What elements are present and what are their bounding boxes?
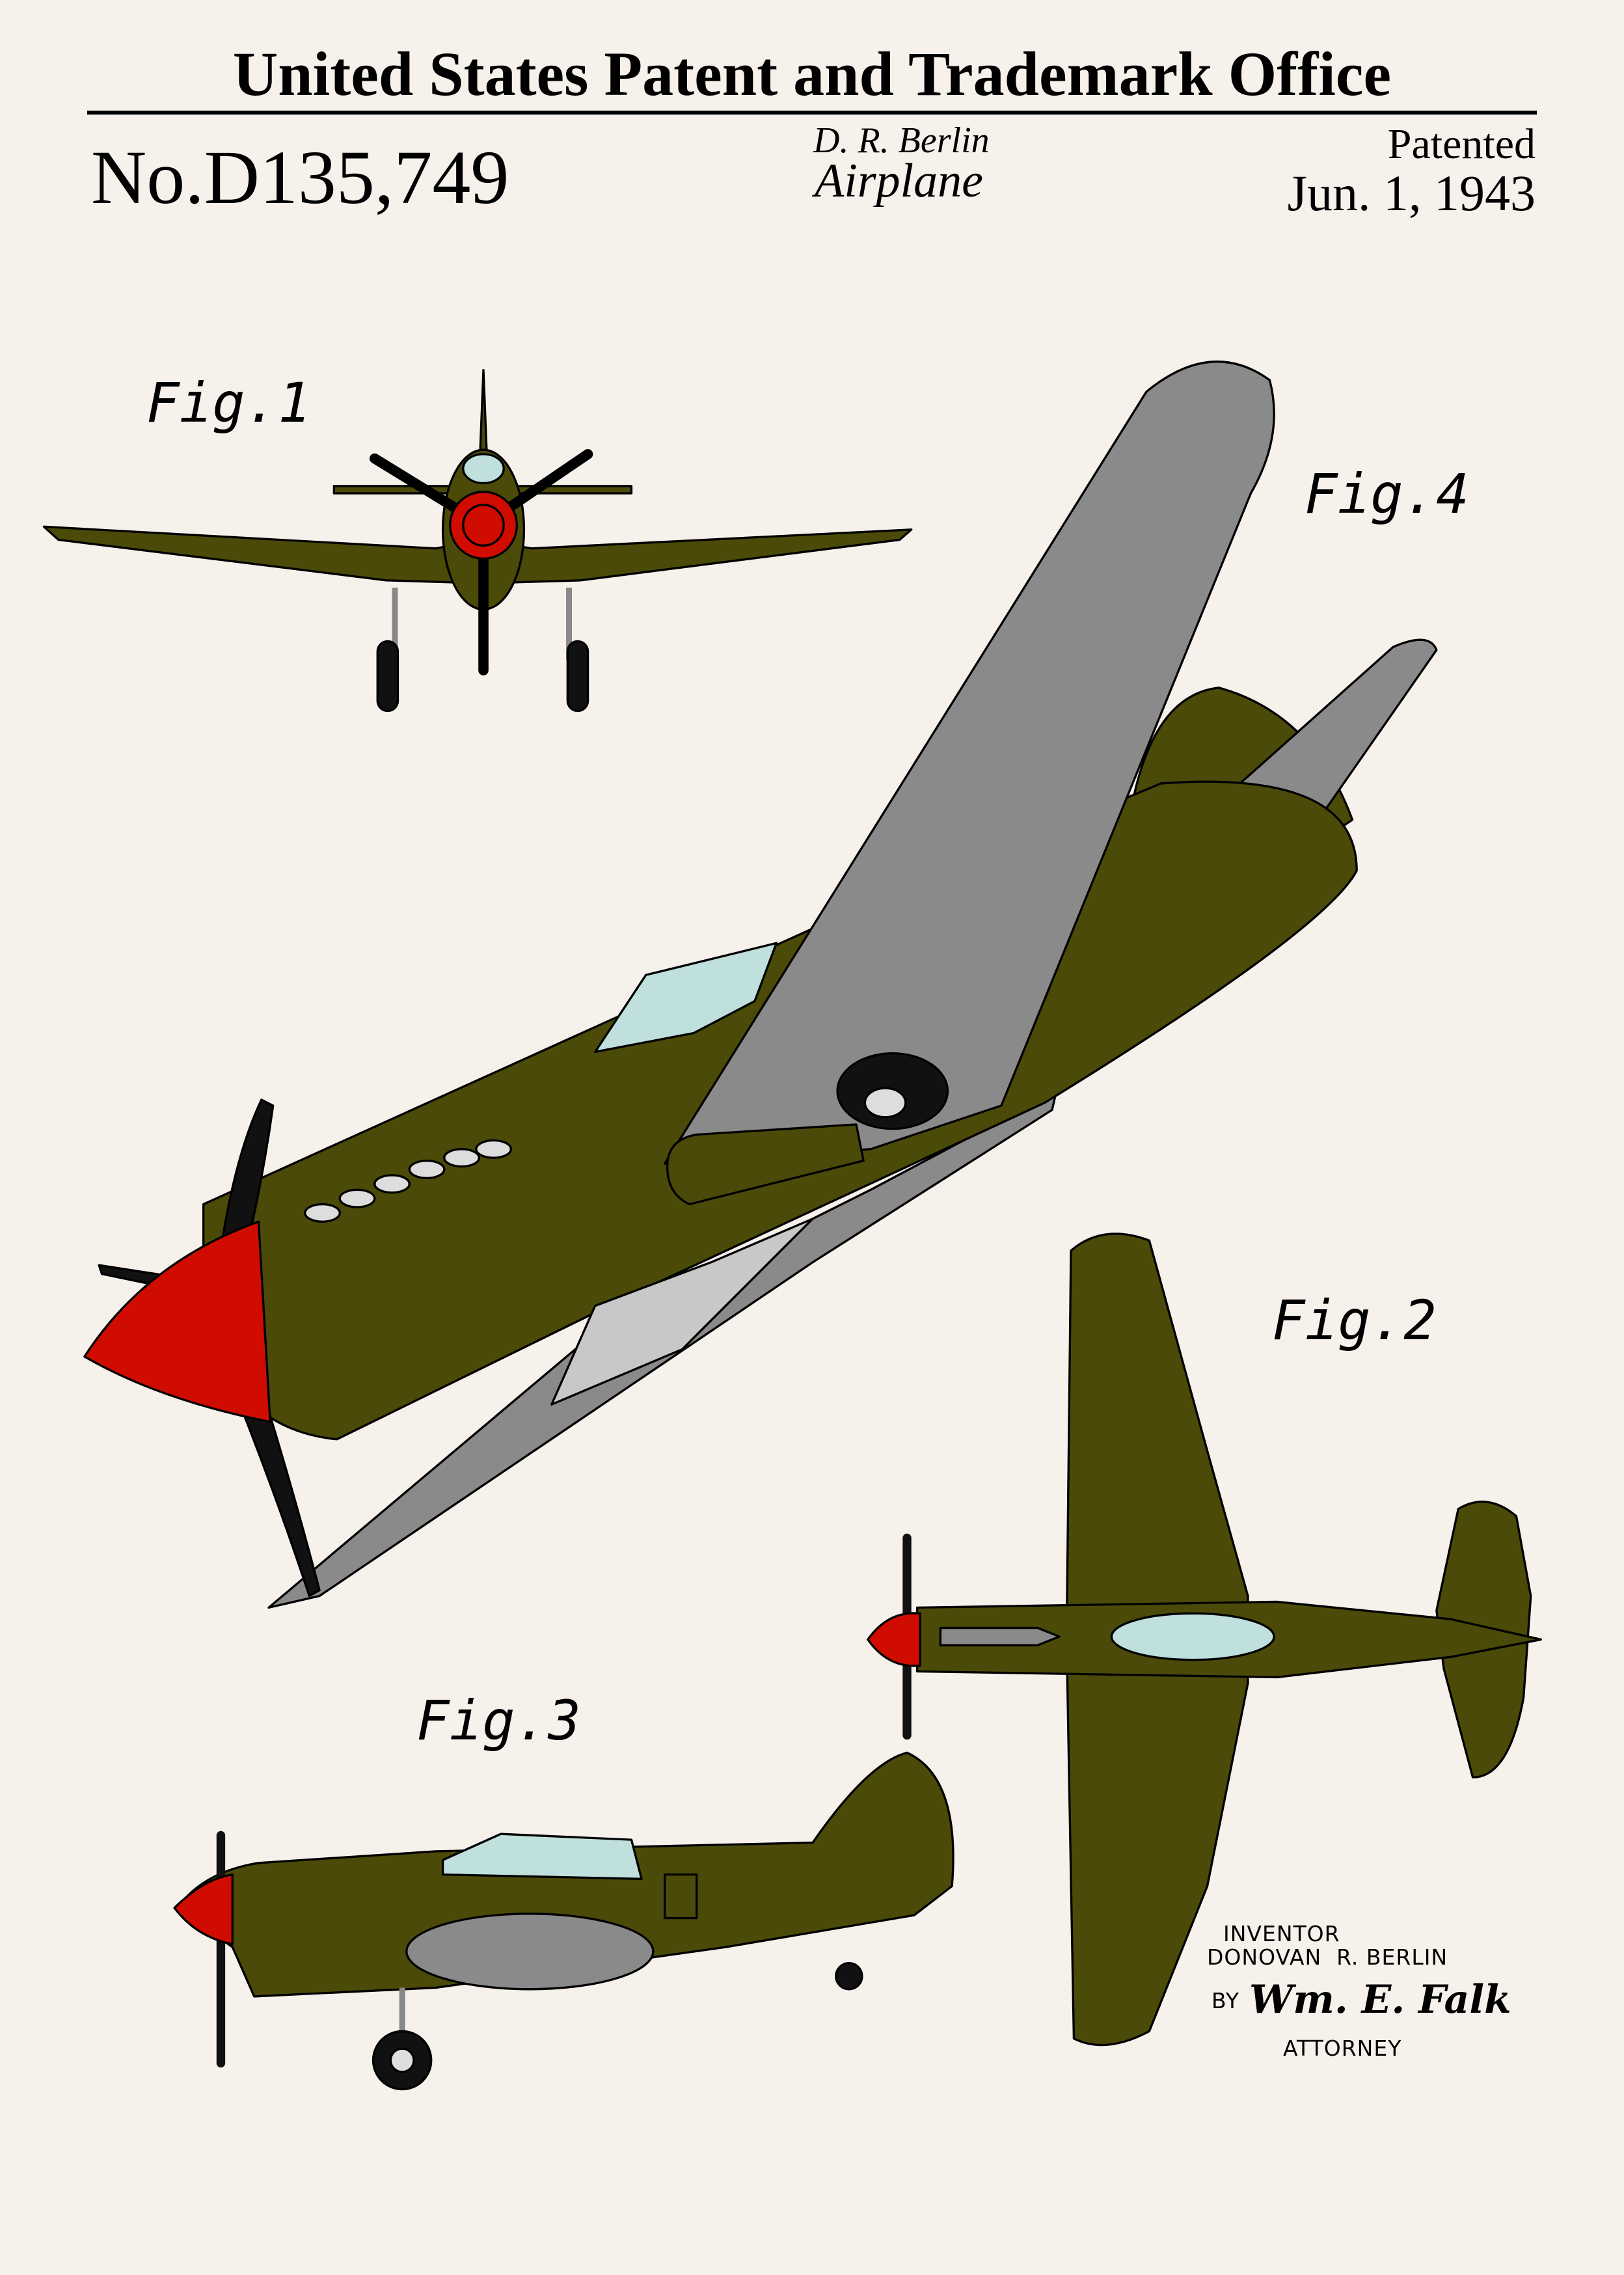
fig4-gear-fairing: [666, 1123, 865, 1206]
patent-number: No.D135,749: [91, 135, 509, 220]
fig1-label: Fig.1: [146, 371, 311, 435]
fig1-wheel-right: [566, 640, 589, 713]
inventor-short: D. R. Berlin: [813, 120, 990, 161]
fig4-perspective-view: [83, 361, 1438, 1609]
fig1-canopy: [462, 453, 505, 485]
fig3-panel: [664, 1873, 698, 1920]
patented-label: Patented: [1387, 120, 1536, 168]
attorney-label: ATTORNEY: [1283, 2036, 1402, 2061]
fig2-intake: [939, 1626, 1061, 1647]
fig4-main-wing: [664, 361, 1275, 1165]
inventor-label: INVENTOR: [1223, 1921, 1340, 1946]
fig1-front-view: [42, 368, 913, 713]
fig3-radiator: [405, 1913, 655, 1991]
inventor-name: DONOVAN R. BERLIN: [1207, 1944, 1448, 1970]
fig2-spinner: [867, 1612, 921, 1667]
fig3-tail-wheel: [835, 1961, 863, 1991]
patent-date: Jun. 1, 1943: [1287, 165, 1536, 221]
fig3-canopy: [441, 1832, 643, 1880]
fig1-wheel-left: [376, 640, 399, 713]
fig1-spinner: [449, 491, 518, 560]
fig3-side-view: [173, 1751, 954, 2091]
invention-title: Airplane: [815, 154, 983, 208]
fig1-spinner-ring: [462, 504, 505, 547]
fig4-wheel-hub: [863, 1087, 907, 1119]
fig4-label: Fig.4: [1305, 462, 1469, 526]
attorney-signature: Wm. E. Falk: [1249, 1977, 1511, 2023]
fig4-canopy: [594, 942, 778, 1054]
fig3-label: Fig.3: [416, 1689, 581, 1752]
fig4-prop-blade-bottom: [231, 1377, 321, 1598]
fig3-wheel-hub: [389, 2047, 415, 2073]
fig4-radiator: [550, 1218, 814, 1406]
fig2-label: Fig.2: [1272, 1288, 1437, 1352]
fig2-top-view: [867, 1233, 1543, 2047]
fig3-spinner: [173, 1873, 234, 1946]
fig4-spinner: [83, 1220, 271, 1423]
by-label: BY: [1211, 1988, 1239, 2013]
fig4-exhausts: [304, 1139, 513, 1223]
office-title: United States Patent and Trademark Offic…: [232, 39, 1392, 109]
fig2-canopy: [1110, 1612, 1275, 1661]
title-rule: [87, 111, 1537, 115]
